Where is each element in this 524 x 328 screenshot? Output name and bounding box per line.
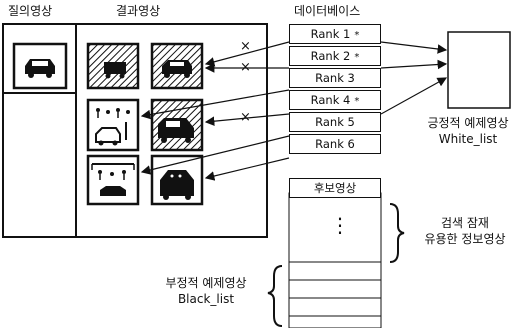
rank-label: Rank 2 — [310, 49, 351, 63]
rank-label: Rank 5 — [315, 115, 355, 129]
arrow-rank3-to-thumb — [140, 89, 290, 120]
reject-mark-rank4: × — [240, 110, 251, 125]
rank-star-mark: * — [354, 96, 360, 107]
arrow-rank1-to-whitelist — [380, 41, 448, 54]
arrow-rank6-to-thumb — [204, 157, 290, 181]
search-potential-brace — [389, 203, 405, 263]
negative-example-label: 부정적 예제영상 — [165, 276, 247, 290]
white-list-box — [447, 31, 511, 109]
search-potential-label-2: 유용한 정보영상 — [424, 232, 506, 246]
rank-label: Rank 1 — [310, 27, 351, 41]
result-thumb-2 — [150, 42, 204, 90]
result-thumb-6 — [150, 154, 204, 206]
rank-cell-5: Rank 5 — [289, 112, 381, 132]
result-image-label: 결과영상 — [116, 4, 161, 18]
street-scene-icon — [91, 163, 135, 196]
rank-cell-1: Rank 1* — [289, 24, 381, 44]
arrow-rank2-to-whitelist — [380, 59, 448, 70]
rank-label: Rank 4 — [310, 93, 351, 107]
rank-star-mark: * — [354, 30, 360, 41]
candidate-cell: 후보영상 — [289, 178, 381, 198]
result-thumb-3 — [86, 98, 140, 152]
rank-cell-6: Rank 6 — [289, 134, 381, 154]
rank-cell-3: Rank 3 — [289, 68, 381, 88]
street-scene-icon — [95, 108, 130, 146]
rank-label: Rank 3 — [315, 71, 355, 85]
search-potential-label-1: 검색 잠재 — [441, 216, 489, 230]
database-label: 데이터베이스 — [294, 4, 361, 18]
car-icon — [162, 60, 192, 78]
result-thumb-1 — [86, 42, 140, 90]
car-icon — [25, 59, 55, 78]
reject-mark-rank1: × — [240, 39, 251, 54]
database-ellipsis: ⋮ — [330, 213, 350, 237]
positive-example-label: 긍정적 예제영상 — [427, 116, 509, 130]
black-list-label: Black_list — [177, 292, 235, 306]
black-list-brace — [267, 265, 283, 327]
rank-cell-2: Rank 2* — [289, 46, 381, 66]
arrow-rank1-to-thumb — [204, 41, 290, 67]
rank-star-mark: * — [354, 52, 360, 63]
rank-label: Rank 6 — [315, 137, 355, 151]
rank-cell-4: Rank 4* — [289, 90, 381, 110]
reject-mark-rank2: × — [240, 60, 251, 75]
result-thumb-4 — [150, 98, 204, 152]
candidate-label: 후보영상 — [313, 181, 357, 195]
car-icon — [104, 62, 126, 79]
query-image-label: 질의영상 — [8, 4, 53, 18]
white-list-label: White_list — [438, 132, 498, 146]
car-icon — [158, 118, 194, 143]
result-thumb-5 — [86, 154, 140, 206]
arrow-rank5-to-thumb — [140, 135, 290, 175]
database-column-body — [288, 192, 382, 328]
query-image-thumbnail — [12, 42, 68, 90]
arrow-rank4-to-whitelist — [380, 77, 448, 115]
arrow-rank4-to-thumb — [204, 113, 290, 126]
car-icon — [160, 170, 194, 200]
